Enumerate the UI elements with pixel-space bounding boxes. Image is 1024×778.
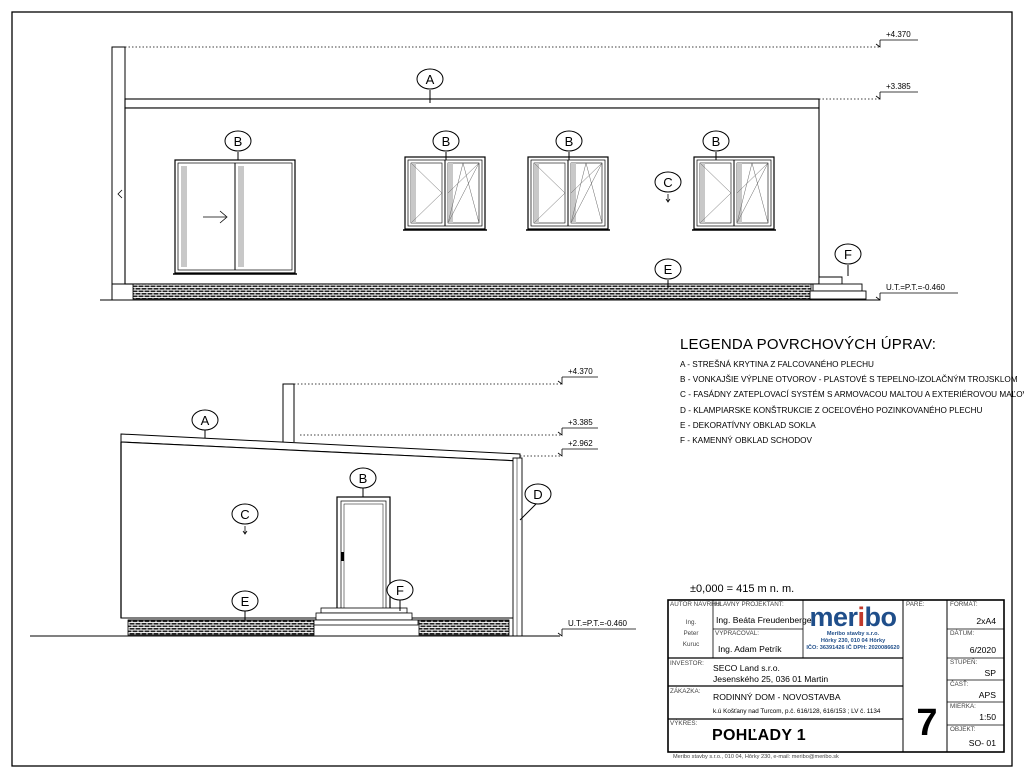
object-value: SO- 01 bbox=[968, 738, 996, 748]
level-e2-eave: +2.962 bbox=[568, 439, 593, 448]
logo-line: IČO: 36391426 IČ DPH: 2020086620 bbox=[806, 645, 900, 651]
format-value: 2xA4 bbox=[976, 616, 996, 626]
logo-word-b: bo bbox=[864, 602, 898, 632]
tag-e1-roof: A bbox=[426, 72, 435, 87]
investor-line: SECO Land s.r.o. bbox=[713, 663, 780, 673]
tag-e1-plinth: E bbox=[664, 262, 673, 277]
date-value: 6/2020 bbox=[969, 645, 996, 655]
level-e1-top: +4.370 bbox=[886, 30, 911, 39]
tag-e2-gutter: D bbox=[533, 487, 542, 502]
company-logo: meribo Meribo stavby s.r.o. Hôrky 230, 0… bbox=[803, 603, 903, 652]
level-e2-roof: +3.385 bbox=[568, 418, 593, 427]
scale-value: 1:50 bbox=[979, 712, 996, 722]
level-e1-ground: U.T.=P.T.=-0.460 bbox=[886, 283, 946, 292]
stage-label: STUPEŇ: bbox=[950, 659, 978, 666]
legend-item: C - FASÁDNY ZATEPLOVACÍ SYSTÉM S ARMOVAC… bbox=[680, 390, 1024, 400]
logo-line: Meribo stavby s.r.o. bbox=[826, 631, 880, 637]
drawing-title: POHĽADY 1 bbox=[712, 727, 806, 744]
legend-item: E - DEKORATÍVNY OBKLAD SOKLA bbox=[680, 420, 816, 430]
level-e1-roof: +3.385 bbox=[886, 82, 911, 91]
tag-e2-facade: C bbox=[240, 507, 249, 522]
logo-line: Hôrky 230, 010 04 Hôrky bbox=[820, 638, 886, 644]
tag-e1-window4: B bbox=[712, 134, 721, 149]
author-label: AUTOR NÁVRHU bbox=[670, 601, 721, 608]
tag-e1-window1: B bbox=[234, 134, 243, 149]
prepared-by: Ing. Adam Petrík bbox=[718, 644, 782, 654]
author-line: Kuruc bbox=[682, 641, 700, 648]
tag-e1-window2: B bbox=[442, 134, 451, 149]
level-e2-top: +4.370 bbox=[568, 367, 593, 376]
scale-label: MIERKA: bbox=[950, 703, 976, 710]
footer-note: Meribo stavby s.r.o., 010 04, Hôrky 230,… bbox=[673, 754, 839, 760]
tag-e1-facade: C bbox=[663, 175, 672, 190]
object-label: OBJEKT: bbox=[950, 726, 976, 733]
logo-word-dot: i bbox=[857, 602, 866, 632]
drawing-label: VÝKRES: bbox=[670, 720, 698, 727]
pare-label: PARE: bbox=[906, 601, 925, 608]
format-label: FORMÁT: bbox=[950, 601, 978, 608]
logo-word-a: mer bbox=[809, 602, 858, 632]
tag-e1-window3: B bbox=[565, 134, 574, 149]
tag-e2-stairs: F bbox=[396, 583, 404, 598]
chief-designer-label: HLAVNÝ PROJEKTANT: bbox=[715, 601, 784, 608]
tag-e2-door: B bbox=[359, 471, 368, 486]
legend: LEGENDA POVRCHOVÝCH ÚPRAV: A - STREŠNÁ K… bbox=[680, 336, 1024, 448]
elevation-1: +4.370 +3.385 U.T.=P.T.=-0.460 A B B B B… bbox=[100, 30, 958, 301]
level-e2-ground: U.T.=P.T.=-0.460 bbox=[568, 619, 628, 628]
location-value: k.ú Košťany nad Turcom, p.č. 616/128, 61… bbox=[713, 708, 881, 715]
part-value: APS bbox=[978, 690, 996, 700]
author-line: Ing. bbox=[685, 619, 697, 626]
investor-line: Jesenského 25, 036 01 Martin bbox=[713, 674, 829, 684]
elevation-2: +4.370 +3.385 +2.962 U.T.=P.T.=-0.460 A … bbox=[30, 367, 636, 637]
prepared-by-label: VYPRACOVAL: bbox=[715, 630, 759, 637]
sheet-number: 7 bbox=[916, 702, 938, 744]
order-label: ZÁKAZKA: bbox=[670, 688, 701, 695]
author-line: Peter bbox=[683, 630, 699, 637]
date-label: DÁTUM: bbox=[950, 630, 975, 637]
legend-item: B - VONKAJŠIE VÝPLNE OTVOROV - PLASTOVÉ … bbox=[680, 375, 1018, 385]
title-block-grid bbox=[667, 599, 1005, 753]
legend-title: LEGENDA POVRCHOVÝCH ÚPRAV: bbox=[680, 336, 937, 353]
tag-e2-plinth: E bbox=[241, 594, 250, 609]
investor-label: INVESTOR: bbox=[670, 660, 704, 667]
tag-e2-roof: A bbox=[201, 413, 210, 428]
order-value: RODINNÝ DOM - NOVOSTAVBA bbox=[713, 692, 841, 702]
part-label: ČASŤ: bbox=[950, 681, 969, 688]
stage-value: SP bbox=[984, 668, 996, 678]
chief-designer: Ing. Beáta Freudenberger bbox=[716, 615, 815, 625]
tag-e1-stairs: F bbox=[844, 247, 852, 262]
legend-item: D - KLAMPIARSKE KONŠTRUKCIE Z OCEĽOVÉHO … bbox=[680, 405, 983, 415]
legend-item: A - STREŠNÁ KRYTINA Z FALCOVANÉHO PLECHU bbox=[680, 360, 874, 369]
datum-note: ±0,000 = 415 m n. m. bbox=[690, 583, 795, 595]
legend-item: F - KAMENNÝ OBKLAD SCHODOV bbox=[680, 436, 812, 446]
